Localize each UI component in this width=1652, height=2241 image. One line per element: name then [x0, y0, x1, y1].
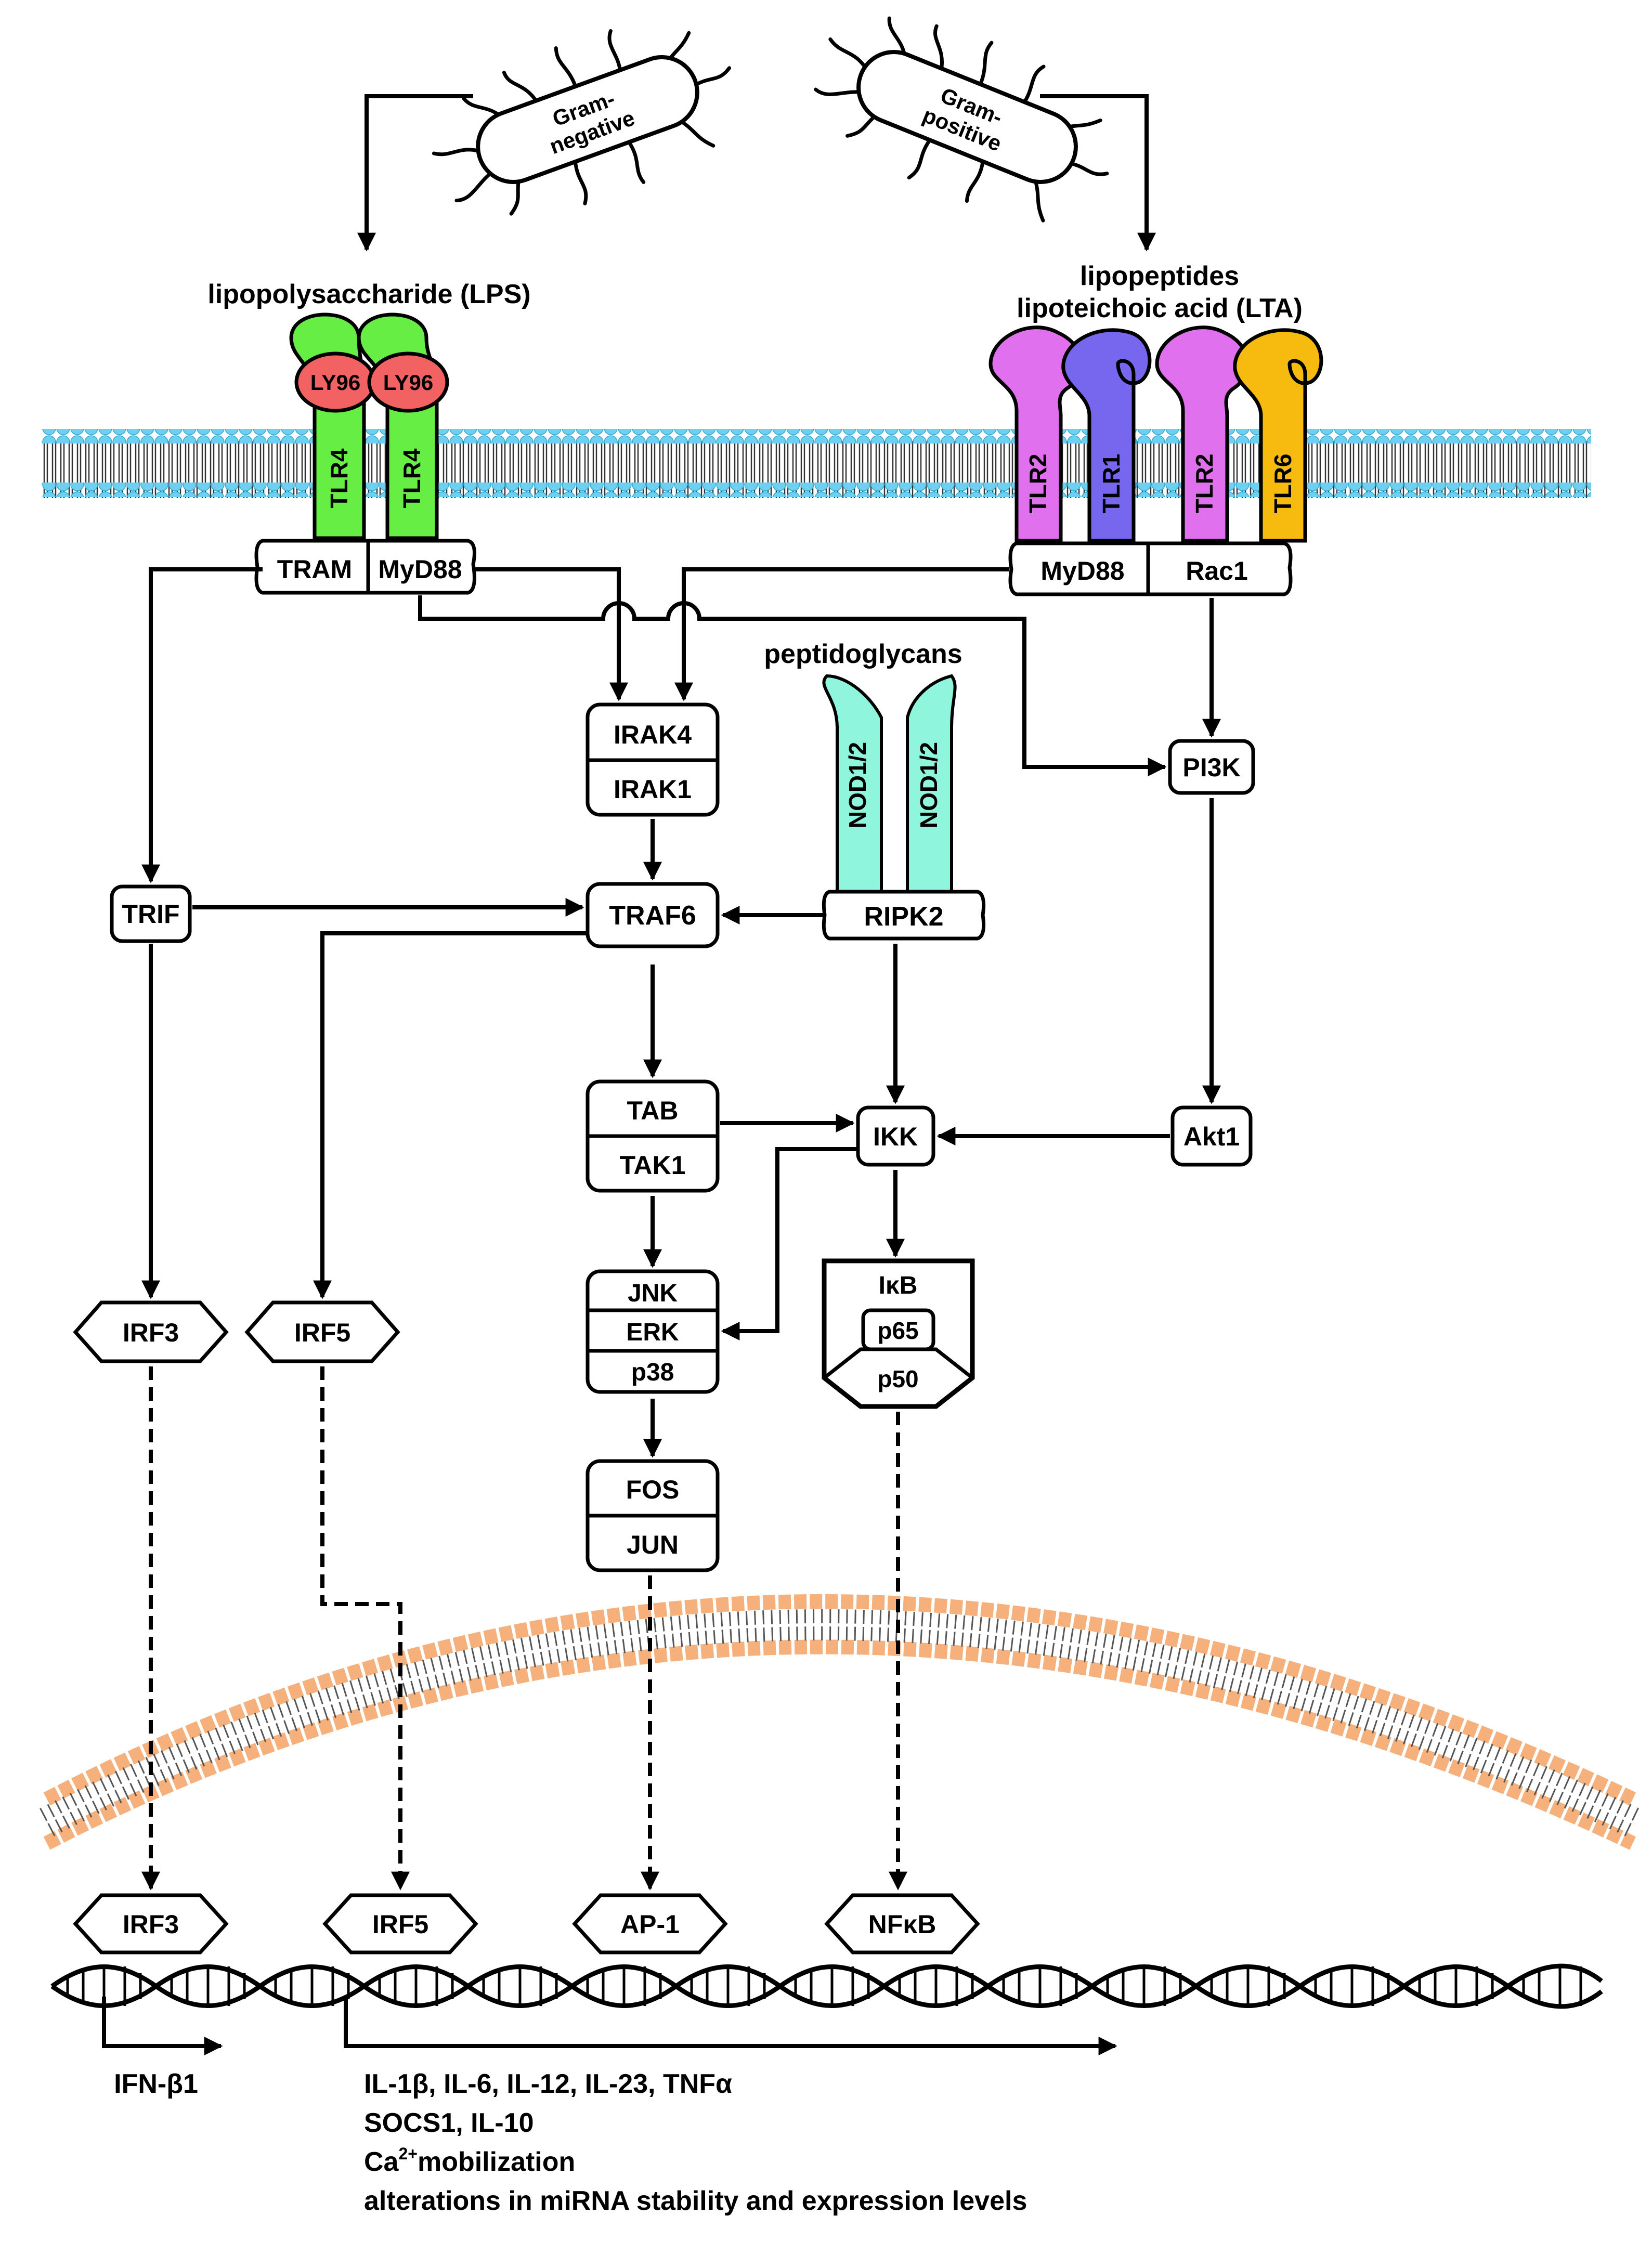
ikk-box: IKK — [856, 1105, 935, 1167]
tlr2-tlr6-receptor — [1155, 325, 1323, 543]
ly96-right-label: LY96 — [383, 370, 434, 395]
fos-jun-box: FOS JUN — [586, 1459, 720, 1572]
nfkb-complex: IκB p65 p50 — [822, 1258, 975, 1409]
tab-tak1-box: TAB TAK1 — [586, 1079, 720, 1193]
lta-label: lipoteichoic acid (LTA) — [1017, 293, 1303, 323]
p50-label: p50 — [877, 1365, 918, 1392]
jun-label: JUN — [627, 1530, 679, 1559]
pi3k-label: PI3K — [1182, 753, 1240, 782]
ripk2-box: RIPK2 — [822, 890, 986, 941]
arrow-traf6-to-irf5 — [313, 931, 588, 1299]
ap1-nuclear-hexagon: AP-1 — [572, 1893, 728, 1955]
tlr4-receptor-complex — [289, 312, 449, 540]
irak-box: IRAK4 IRAK1 — [586, 702, 720, 817]
ikk-label: IKK — [873, 1122, 918, 1151]
traf6-box: TRAF6 — [586, 882, 720, 948]
ifn-beta1-label: IFN-β1 — [114, 2069, 198, 2099]
p38-label: p38 — [631, 1359, 674, 1386]
gram-positive-bacterium: Gram- positive — [814, 16, 1109, 223]
tak1-label: TAK1 — [620, 1151, 686, 1180]
akt1-label: Akt1 — [1183, 1122, 1240, 1151]
gram-negative-bacterium: Gram- negative — [432, 29, 732, 216]
nfkb-nuclear-hexagon: NFκB — [824, 1893, 980, 1955]
akt1-box: Akt1 — [1170, 1105, 1253, 1167]
irf3-cyto-hexagon: IRF3 — [73, 1300, 229, 1363]
tlr2-a-label: TLR2 — [1024, 454, 1051, 514]
irak1-label: IRAK1 — [614, 775, 692, 804]
nfkb-nuclear-label: NFκB — [868, 1910, 936, 1939]
nod-receptors — [822, 674, 957, 896]
tlr4-right-label: TLR4 — [398, 448, 425, 508]
dna-rungs — [66, 1966, 1582, 2006]
irf5-cyto-hexagon: IRF5 — [244, 1300, 400, 1363]
arrow-myd88-to-pi3k — [418, 595, 1167, 776]
arrow-myd88r-to-irak4 — [674, 567, 1009, 701]
tlr1-label: TLR1 — [1098, 454, 1125, 514]
lps-label: lipopolysaccharide (LPS) — [207, 279, 530, 309]
mapk-box: JNK ERK p38 — [586, 1269, 720, 1394]
arrow-ikk-to-mapk — [721, 1147, 858, 1340]
traf6-label: TRAF6 — [609, 901, 696, 931]
tram-myd88-adaptor — [254, 539, 476, 595]
arrow-myd88-to-irak4 — [474, 567, 628, 701]
socs1-il10-line: SOCS1, IL-10 — [364, 2108, 534, 2138]
jnk-label: JNK — [628, 1280, 678, 1307]
ly96-left-label: LY96 — [310, 370, 361, 395]
arrow-gramneg-to-lps — [357, 94, 473, 252]
tlr6-label: TLR6 — [1269, 454, 1296, 514]
peptidoglycans-label: peptidoglycans — [764, 639, 962, 669]
irf5-cyto-label: IRF5 — [294, 1318, 350, 1347]
arrow-cytokine-transcription — [344, 1997, 1117, 2055]
tab-label: TAB — [627, 1096, 678, 1125]
irf5-nuclear-hexagon: IRF5 — [322, 1893, 478, 1955]
nod-left-label: NOD1/2 — [844, 742, 871, 828]
irf3-nuclear-label: IRF3 — [123, 1910, 179, 1939]
lipopeptides-label: lipopeptides — [1080, 261, 1239, 291]
pi3k-box: PI3K — [1168, 739, 1255, 795]
arrow-ifn-transcription — [102, 1997, 223, 2055]
p65-label: p65 — [877, 1317, 918, 1344]
trif-box: TRIF — [110, 884, 192, 943]
tram-label: TRAM — [277, 555, 352, 584]
dashed-irf5-translocation — [320, 1366, 410, 1891]
ap1-nuclear-label: AP-1 — [620, 1910, 680, 1939]
ripk2-label: RIPK2 — [864, 902, 943, 932]
cytokines-line: IL-1β, IL-6, IL-12, IL-23, TNFα — [364, 2069, 732, 2099]
irf3-nuclear-hexagon: IRF3 — [73, 1893, 229, 1955]
arrow-grampos-to-lta — [1040, 94, 1156, 252]
nuclear-membrane — [40, 1594, 1640, 1850]
myd88-right-label: MyD88 — [1040, 556, 1124, 585]
irf3-cyto-label: IRF3 — [123, 1318, 179, 1347]
erk-label: ERK — [626, 1319, 679, 1346]
tlr2-tlr1-receptor — [988, 325, 1152, 543]
mirna-alterations-line: alterations in miRNA stability and expre… — [364, 2186, 1027, 2216]
dna-helix — [50, 1963, 1603, 2009]
myd88-left-label: MyD88 — [378, 555, 462, 584]
tlr4-left-label: TLR4 — [326, 448, 353, 508]
nod-right-label: NOD1/2 — [915, 742, 942, 828]
arrow-tram-to-trif — [141, 567, 263, 883]
rac1-label: Rac1 — [1186, 556, 1248, 585]
calcium-mobilization-line: Ca2+mobilization — [364, 2144, 575, 2177]
trif-label: TRIF — [122, 900, 179, 929]
irak4-label: IRAK4 — [614, 720, 692, 749]
ikb-label: IκB — [879, 1272, 918, 1299]
plasma-membrane — [42, 429, 1591, 498]
tlr2-b-label: TLR2 — [1191, 454, 1218, 514]
irf5-nuclear-label: IRF5 — [372, 1910, 428, 1939]
fos-label: FOS — [626, 1475, 680, 1504]
myd88-rac1-adaptor — [1008, 541, 1293, 596]
